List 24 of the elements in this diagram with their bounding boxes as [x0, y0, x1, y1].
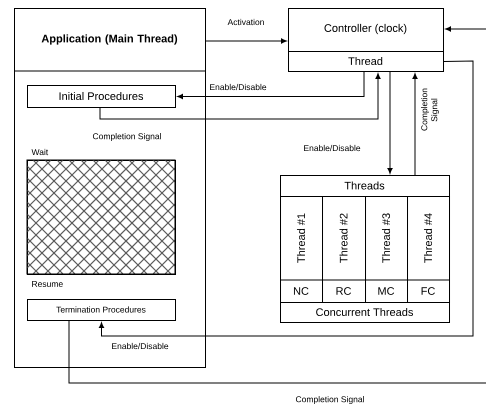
process-box: Initial Procedures: [27, 85, 176, 108]
arrow: [177, 72, 364, 100]
arrow: [412, 73, 418, 176]
node-label: Resume: [32, 281, 63, 287]
edge-label: Completion Signal: [420, 88, 440, 132]
arrow: [98, 60, 474, 336]
edge-label: Activation: [226, 18, 266, 26]
arrow: [445, 26, 486, 32]
hatched-box: Wait Resume: [26, 148, 176, 287]
column-cell: Thread #2 RC: [322, 196, 366, 303]
process-box: Termination Procedures: [27, 299, 176, 321]
column-cell: Thread #1 NC: [280, 196, 323, 303]
edge-label: Enable/Disable: [302, 144, 362, 152]
text-label: Completion Signal: [92, 133, 161, 141]
node-label: Wait: [32, 148, 48, 156]
column-cell: Thread #3 MC: [364, 196, 408, 303]
arrow: [206, 38, 287, 44]
edge-label: Enable/Disable: [110, 342, 170, 350]
arrow: [387, 72, 393, 174]
arrow: [100, 73, 381, 120]
column-cell: Thread #4 FC: [406, 196, 450, 303]
compartment-box: Thread: [288, 51, 444, 72]
edge-label: Completion Signal: [294, 395, 366, 405]
edge-label: Enable/Disable: [208, 82, 268, 92]
